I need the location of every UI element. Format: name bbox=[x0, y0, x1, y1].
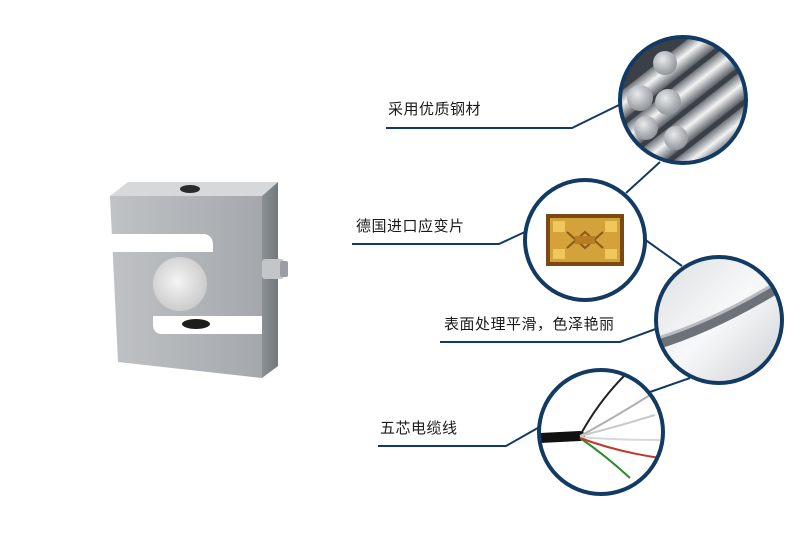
steel-rods-image bbox=[618, 35, 748, 165]
connector-lines bbox=[352, 103, 691, 447]
feature-label-strain-gauge: 德国进口应变片 bbox=[356, 217, 465, 235]
smooth-surface-image bbox=[654, 255, 784, 385]
feature-label-surface: 表面处理平滑，色泽艳丽 bbox=[444, 315, 615, 333]
feature-label-cable: 五芯电缆线 bbox=[380, 419, 458, 437]
five-core-cable-image bbox=[537, 368, 665, 496]
load-cell-image bbox=[110, 182, 288, 378]
feature-label-steel: 采用优质钢材 bbox=[388, 100, 482, 118]
strain-gauge-image bbox=[523, 178, 647, 302]
